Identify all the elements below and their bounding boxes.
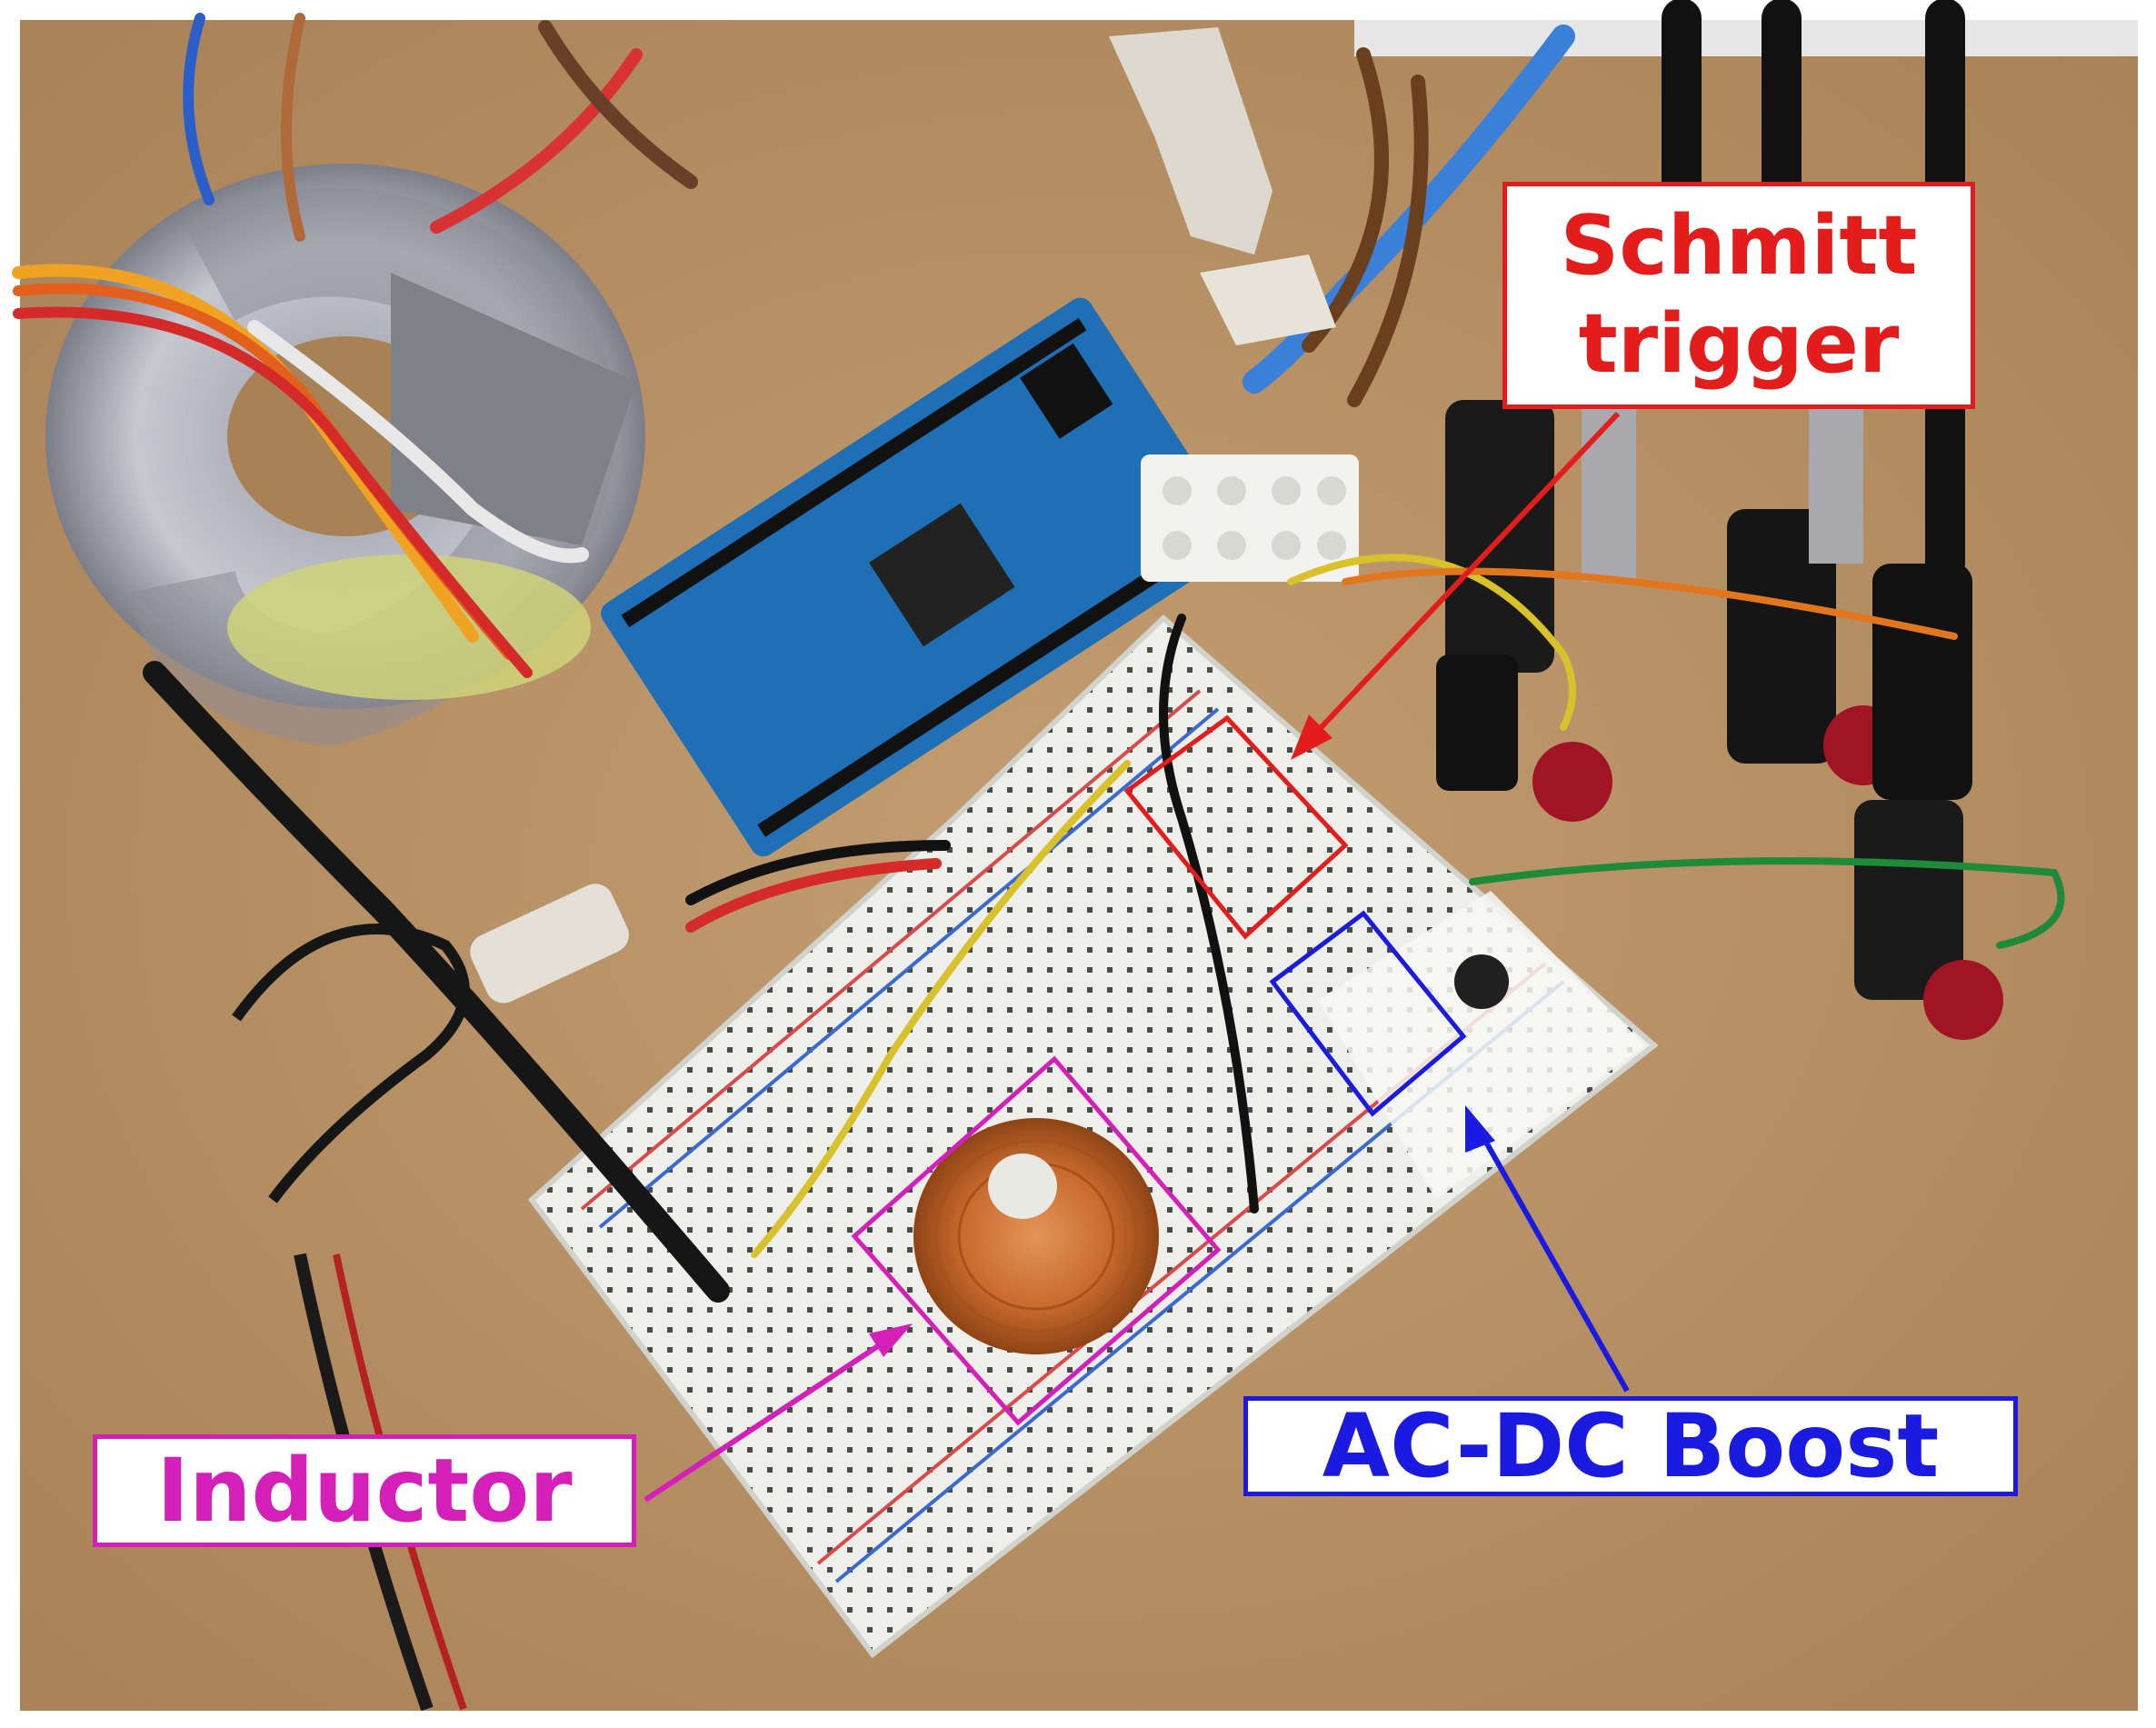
tape: [1109, 27, 1273, 255]
schmitt-trigger-highlight: [1123, 714, 1349, 940]
tape-piece: [1200, 255, 1336, 345]
brown-wires: [1302, 47, 1429, 407]
transformer-wires: [12, 13, 698, 678]
arduino-mega-board: [601, 297, 1243, 857]
schmitt-label-line2: trigger: [1578, 296, 1900, 392]
jumper-wires: [685, 554, 2065, 1258]
ac-dc-boost-label: AC-DC Boost: [1243, 1396, 2018, 1496]
ac-dc-boost-highlight: [1269, 910, 1467, 1117]
schmitt-trigger-label: Schmitt trigger: [1502, 182, 1975, 409]
inductor-label: Inductor: [93, 1434, 636, 1547]
inductor-arrow: [644, 1323, 913, 1503]
schmitt-label-line1: Schmitt: [1560, 198, 1918, 294]
copper-coil-inductor: [913, 1118, 1159, 1354]
schmitt-arrow: [1291, 411, 1621, 760]
white-corner: [1354, 20, 2138, 56]
usb-cable: [1243, 25, 1575, 394]
terminal-block: [1141, 454, 1359, 582]
inductor-highlight: [851, 1055, 1222, 1426]
boost-arrow: [1465, 1105, 1630, 1393]
toroidal-transformer: [45, 164, 645, 747]
capacitor: [1454, 954, 1509, 1009]
